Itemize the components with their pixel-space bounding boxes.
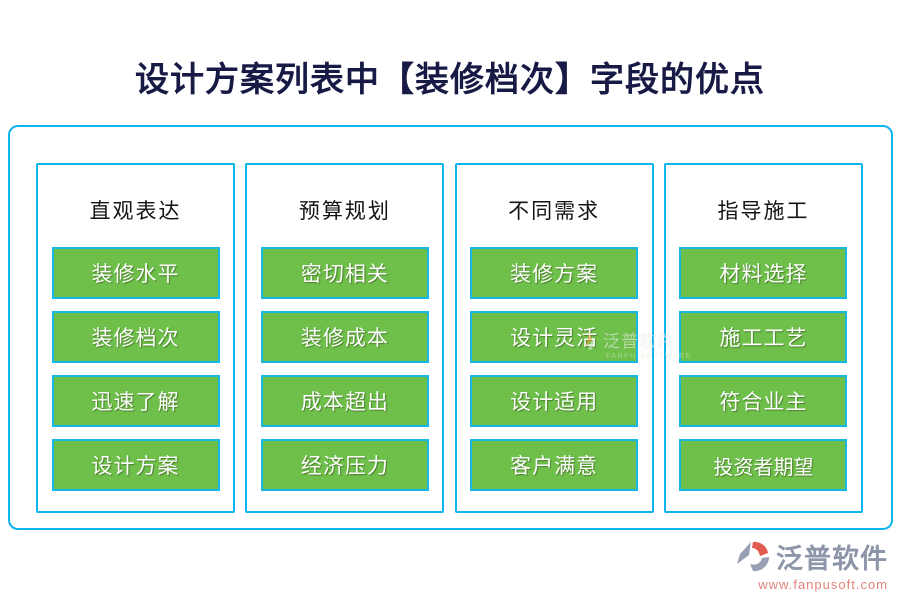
column-header: 指导施工 bbox=[717, 199, 810, 223]
column-item-list: 装修方案设计灵活设计适用客户满意 bbox=[470, 247, 639, 491]
item-button: 密切相关 bbox=[260, 247, 429, 299]
advantage-column: 预算规划 密切相关装修成本成本超出经济压力 bbox=[245, 163, 445, 513]
item-button: 施工工艺 bbox=[679, 311, 848, 363]
column-item-list: 材料选择施工工艺符合业主投资者期望 bbox=[679, 247, 848, 491]
advantage-column: 直观表达 装修水平装修档次迅速了解设计方案 bbox=[36, 163, 235, 513]
columns-container: 直观表达 装修水平装修档次迅速了解设计方案 预算规划 密切相关装修成本成本超出经… bbox=[36, 163, 863, 514]
page-title: 设计方案列表中【装修档次】字段的优点 bbox=[135, 62, 765, 99]
item-button: 投资者期望 bbox=[679, 439, 848, 491]
column-header: 直观表达 bbox=[89, 199, 182, 223]
column-item-list: 密切相关装修成本成本超出经济压力 bbox=[260, 247, 429, 491]
footer-brand: 泛普软件 www.fanpusoft.com bbox=[736, 537, 888, 592]
item-button: 装修成本 bbox=[260, 311, 429, 363]
item-button: 装修水平 bbox=[51, 247, 220, 299]
column-header: 不同需求 bbox=[508, 199, 601, 223]
footer-url[interactable]: www.fanpusoft.com bbox=[758, 577, 888, 592]
column-item-list: 装修水平装修档次迅速了解设计方案 bbox=[51, 247, 220, 491]
item-button: 装修方案 bbox=[470, 247, 639, 299]
item-button: 装修档次 bbox=[51, 311, 220, 363]
footer-brand-text: 泛普软件 bbox=[776, 544, 888, 574]
item-button: 迅速了解 bbox=[51, 375, 220, 427]
item-button: 经济压力 bbox=[260, 439, 429, 491]
advantage-column: 指导施工 材料选择施工工艺符合业主投资者期望 bbox=[663, 163, 863, 513]
column-header: 预算规划 bbox=[298, 199, 391, 223]
outer-frame: 直观表达 装修水平装修档次迅速了解设计方案 预算规划 密切相关装修成本成本超出经… bbox=[8, 125, 893, 530]
item-button: 符合业主 bbox=[679, 375, 848, 427]
item-button: 设计方案 bbox=[51, 439, 220, 491]
item-button: 设计灵活 bbox=[470, 311, 639, 363]
item-button: 材料选择 bbox=[679, 247, 848, 299]
item-button: 客户满意 bbox=[470, 439, 639, 491]
item-button: 设计适用 bbox=[470, 375, 639, 427]
advantage-column: 不同需求 装修方案设计灵活设计适用客户满意 bbox=[454, 163, 654, 513]
fanpu-logo-icon bbox=[737, 541, 769, 571]
item-button: 成本超出 bbox=[260, 375, 429, 427]
